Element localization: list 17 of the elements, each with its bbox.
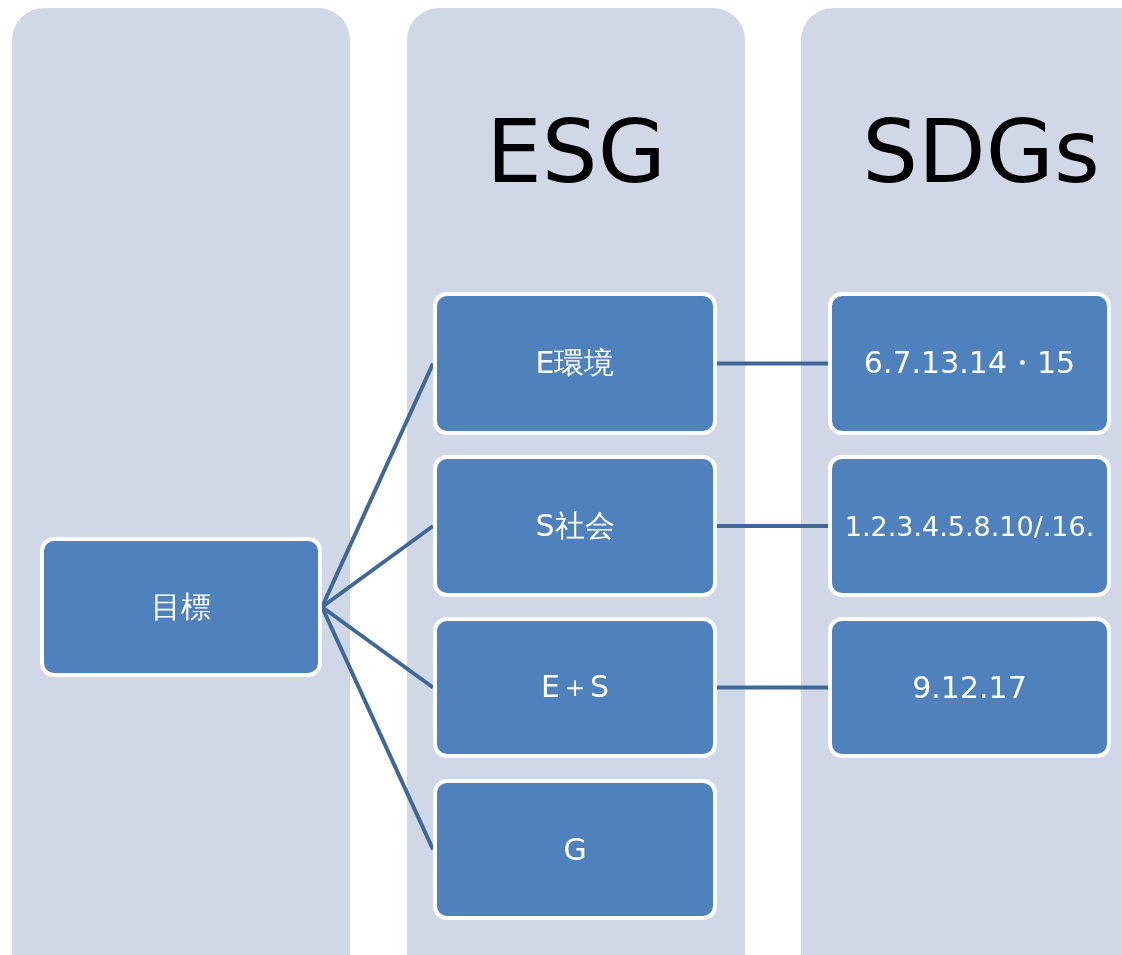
process-box: 目標 — [40, 537, 322, 677]
connector-line — [717, 685, 828, 690]
connector-line — [320, 606, 435, 851]
process-box: E環境 — [433, 292, 717, 435]
process-box: G — [433, 779, 717, 920]
process-box: 1.2.3.4.5.8.10/.16. — [828, 455, 1111, 597]
column-heading: ESG — [485, 108, 667, 196]
connector-line — [717, 361, 828, 366]
process-box: S社会 — [433, 455, 717, 597]
column-heading: SDGs — [861, 108, 1101, 196]
column-band — [407, 8, 745, 955]
process-box: E＋S — [433, 617, 717, 758]
process-box: 6.7.13.14・15 — [828, 292, 1111, 435]
column-band — [801, 8, 1122, 955]
process-box: 9.12.17 — [828, 617, 1111, 758]
connector-line — [717, 524, 828, 528]
column-band — [12, 8, 350, 955]
